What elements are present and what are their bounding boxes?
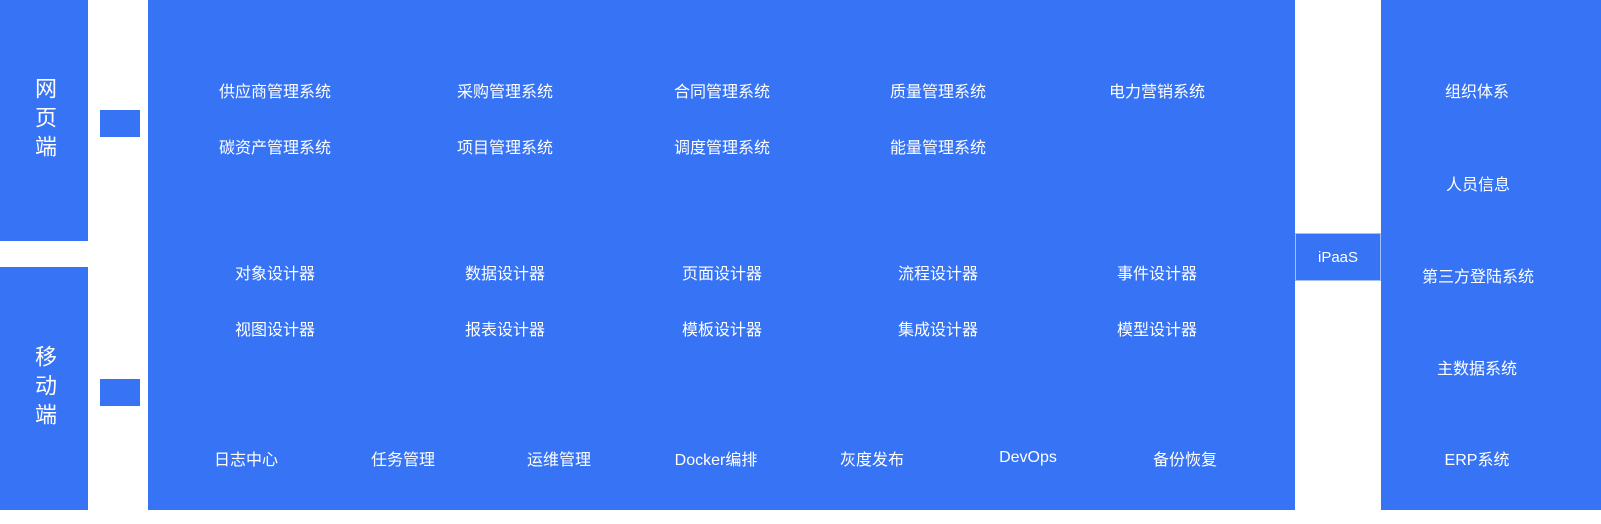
designer-label: 视图设计器 bbox=[234, 322, 316, 339]
designer-label: 报表设计器 bbox=[464, 322, 546, 339]
system-label: 碳资产管理系统 bbox=[218, 140, 332, 157]
designer-label: 集成设计器 bbox=[897, 322, 979, 339]
system-label: 合同管理系统 bbox=[673, 84, 771, 101]
external-system-label: 人员信息 bbox=[1445, 177, 1511, 194]
ops-label: 运维管理 bbox=[526, 452, 592, 469]
external-system-label: 组织体系 bbox=[1444, 84, 1510, 101]
ipaas-label: iPaaS bbox=[1317, 248, 1359, 266]
external-systems-panel bbox=[1381, 0, 1601, 510]
ops-label: 灰度发布 bbox=[839, 452, 905, 469]
system-label: 电力营销系统 bbox=[1108, 84, 1206, 101]
web-client-panel: 网页端 bbox=[0, 0, 88, 241]
ops-label: 备份恢复 bbox=[1152, 452, 1218, 469]
web-connector bbox=[100, 110, 140, 137]
designer-label: 页面设计器 bbox=[681, 266, 763, 283]
designer-label: 数据设计器 bbox=[464, 266, 546, 283]
mobile-client-panel: 移动端 bbox=[0, 267, 88, 510]
ops-label: DevOps bbox=[999, 449, 1057, 466]
ops-label: 日志中心 bbox=[213, 452, 279, 469]
designer-label: 事件设计器 bbox=[1116, 266, 1198, 283]
system-label: 采购管理系统 bbox=[456, 84, 554, 101]
system-label: 供应商管理系统 bbox=[218, 84, 332, 101]
system-label: 质量管理系统 bbox=[889, 84, 987, 101]
platform-panel bbox=[148, 0, 1295, 510]
mobile-connector bbox=[100, 379, 140, 406]
web-client-label: 网页端 bbox=[32, 77, 57, 164]
designer-label: 模型设计器 bbox=[1116, 322, 1198, 339]
external-system-label: 第三方登陆系统 bbox=[1421, 269, 1535, 286]
system-label: 能量管理系统 bbox=[889, 140, 987, 157]
external-system-label: ERP系统 bbox=[1444, 452, 1510, 469]
designer-label: 流程设计器 bbox=[897, 266, 979, 283]
ipaas-box: iPaaS bbox=[1295, 233, 1381, 281]
mobile-client-label: 移动端 bbox=[32, 345, 57, 432]
designer-label: 模板设计器 bbox=[681, 322, 763, 339]
ops-label: 任务管理 bbox=[370, 452, 436, 469]
external-system-label: 主数据系统 bbox=[1436, 361, 1518, 378]
system-label: 调度管理系统 bbox=[673, 140, 771, 157]
system-label: 项目管理系统 bbox=[456, 140, 554, 157]
ops-label: Docker编排 bbox=[674, 452, 758, 469]
designer-label: 对象设计器 bbox=[234, 266, 316, 283]
